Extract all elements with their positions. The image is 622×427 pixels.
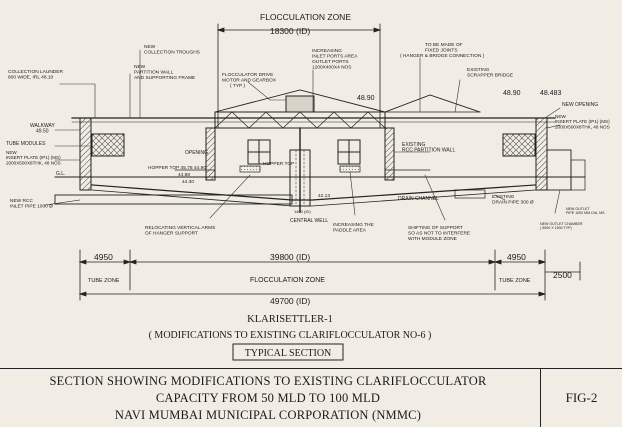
level-4890-mid: 48.90 <box>357 95 375 102</box>
tube-modules-label: TUBE MODULES <box>6 141 46 147</box>
typical-section-box <box>232 343 344 361</box>
dim-39800: 39800 (ID) <box>270 252 310 262</box>
level-4213: 42.13 <box>318 193 330 199</box>
tube-zone-right-label: TUBE ZONE <box>499 278 531 284</box>
dim-4950-right: 4950 <box>507 252 526 262</box>
level-4488: 44.88 <box>178 172 190 178</box>
title-line-1: SECTION SHOWING MODIFICATIONS TO EXISTIN… <box>49 374 487 388</box>
central-well-label: CENTRAL WELL <box>290 218 328 224</box>
dim-49700: 49700 (ID) <box>270 296 310 306</box>
level-4890-right: 48.90 <box>503 90 521 97</box>
figure-number: FIG-2 <box>540 369 622 427</box>
dim-18300-label: 18300 (ID) <box>270 26 310 36</box>
flocculation-zone-label: FLOCCULATION ZONE <box>260 12 351 22</box>
level-1400-label: 1400 (ID) <box>294 209 311 214</box>
level-48483: 48.483 <box>540 90 562 97</box>
dim-4950-left: 4950 <box>94 252 113 262</box>
caption-subtitle: ( MODIFICATIONS TO EXISTING CLARIFLOCCUL… <box>149 330 432 341</box>
gl-label: G.L. <box>56 171 65 177</box>
title-block: SECTION SHOWING MODIFICATIONS TO EXISTIN… <box>0 368 622 427</box>
dim-2500: 2500 <box>553 270 572 280</box>
tube-zone-left-label: TUBE ZONE <box>88 278 120 284</box>
new-opening-label: NEW OPENING <box>562 102 598 108</box>
caption-title: KLARISETTLER-1 <box>247 314 333 325</box>
hopper-top-right-label: HOPPER TOP <box>263 161 294 167</box>
level-4490: 44.90 <box>194 165 206 171</box>
typical-section-label: TYPICAL SECTION <box>245 348 332 359</box>
flocculation-zone-bottom-label: FLOCCULATION ZONE <box>250 277 325 284</box>
title-line-3: NAVI MUMBAI MUNICIPAL CORPORATION (NMMC) <box>114 408 422 422</box>
new-outlet-chamber-label: NEW OUTLET CHAMBER( 5500 X 1500 TYP) <box>540 222 583 230</box>
hopper-top-left-label: HOPPER TOP 45.78 <box>148 165 193 171</box>
level-4430: 44.30 <box>182 179 194 185</box>
figure-number-label: FIG-2 <box>565 390 598 405</box>
clarifier-structure <box>54 89 586 213</box>
opening-label: OPENING <box>185 150 208 156</box>
leader-lines <box>44 49 561 221</box>
bottom-dimensions <box>78 249 581 301</box>
flocculation-zone-dimension <box>216 23 382 129</box>
title-line-2: CAPACITY FROM 50 MLD TO 100 MLD <box>155 391 381 405</box>
drain-channel-label: DRAIN CHANNEL <box>398 196 439 202</box>
